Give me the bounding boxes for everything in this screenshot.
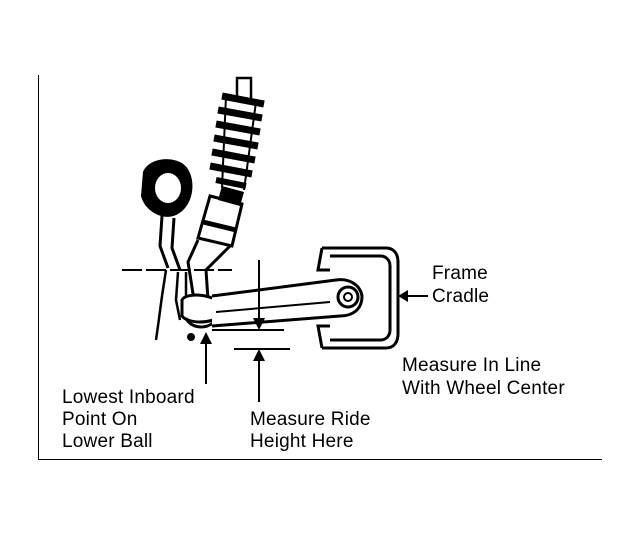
lower-control-arm bbox=[211, 278, 364, 328]
ride-height-measurement bbox=[212, 260, 290, 402]
left-border-line bbox=[38, 75, 39, 460]
frame-cradle-label-line1: Frame bbox=[432, 263, 488, 284]
bottom-border-line bbox=[38, 459, 602, 460]
frame-cradle-arrow bbox=[398, 290, 428, 302]
measure-ride-height-label-line1: Measure Ride bbox=[250, 409, 371, 430]
lowest-inboard-label-line1: Lowest Inboard bbox=[62, 387, 195, 408]
ball-joint-arrow bbox=[200, 332, 212, 384]
frame-cradle bbox=[316, 246, 400, 350]
measure-in-line-label-line2: With Wheel Center bbox=[402, 378, 565, 399]
coil-spring bbox=[209, 76, 265, 191]
lowest-inboard-label-line3: Lower Ball bbox=[62, 431, 153, 452]
measure-ride-height-label-line2: Height Here bbox=[250, 431, 354, 452]
strut-body bbox=[186, 186, 244, 301]
measure-in-line-label-line1: Measure In Line bbox=[402, 355, 542, 376]
lowest-inboard-label-line2: Point On bbox=[62, 409, 138, 430]
frame-cradle-label-line2: Cradle bbox=[432, 286, 490, 307]
